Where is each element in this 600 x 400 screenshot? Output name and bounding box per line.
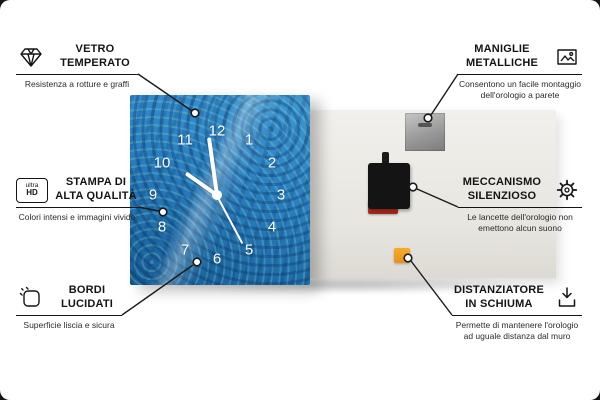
callout-divider	[452, 315, 582, 316]
clock-number: 9	[148, 186, 158, 204]
clock-number: 3	[276, 186, 286, 204]
hanger-slot	[418, 123, 432, 127]
callout-subtitle: Permette di mantenere l'orologio ad ugua…	[455, 320, 579, 342]
callout-title: BORDI LUCIDATI	[60, 284, 114, 310]
clock-number: 1	[244, 131, 254, 149]
ultra-hd-icon: ultra HD	[16, 177, 48, 203]
callout-distanziatore-schiuma: DISTANZIATORE IN SCHIUMA Permette di man…	[452, 283, 582, 343]
clock-number: 8	[157, 218, 167, 236]
callout-title: VETRO TEMPERATO	[60, 43, 130, 69]
callout-title: DISTANZIATORE IN SCHIUMA	[454, 284, 544, 310]
clock-number: 10	[153, 154, 171, 172]
clock-number: 6	[212, 250, 222, 268]
ultra-hd-icon-text: HD	[26, 188, 38, 198]
metal-hanger-plate	[405, 113, 445, 151]
callout-subtitle: Colori intensi e immagini vivide	[18, 212, 136, 222]
clock-mechanism	[368, 163, 410, 209]
mechanism-hook	[382, 152, 389, 165]
callout-subtitle: Superficie liscia e sicura	[23, 320, 115, 330]
diamond-icon	[16, 44, 46, 70]
callout-meccanismo-silenzioso: MECCANISMO SILENZIOSO Le lancette dell'o…	[458, 175, 582, 235]
clock-number: 11	[177, 131, 193, 149]
leader-line-maniglie	[430, 73, 459, 116]
callout-divider	[16, 74, 138, 75]
callout-divider	[16, 207, 138, 208]
clock-number: 5	[244, 241, 254, 259]
ultra-hd-icon-text: ultra	[25, 181, 39, 189]
hands-center-cap	[212, 190, 222, 200]
clock-number: 12	[208, 122, 226, 140]
callout-divider	[16, 315, 122, 316]
callout-subtitle: Resistenza a rotture e graffi	[24, 79, 130, 89]
picture-frame-icon	[552, 44, 582, 70]
callout-bordi-lucidati: BORDI LUCIDATI Superficie liscia e sicur…	[16, 283, 122, 331]
callout-title: STAMPA DI ALTA QUALITÀ	[55, 176, 137, 202]
foam-spacer-icon	[552, 285, 582, 311]
callout-vetro-temperato: VETRO TEMPERATO Resistenza a rotture e g…	[16, 42, 138, 90]
callout-title: MANIGLIE METALLICHE	[465, 43, 539, 69]
callout-subtitle: Consentono un facile montaggio dell'orol…	[459, 79, 581, 101]
clock-number: 2	[267, 154, 277, 172]
gear-icon	[552, 177, 582, 203]
callout-subtitle: Le lancette dell'orologio non emettono a…	[467, 212, 573, 234]
callout-divider	[458, 74, 582, 75]
callout-stampa-alta-qualita: ultra HD STAMPA DI ALTA QUALITÀ Colori i…	[16, 175, 138, 223]
clock-front-panel: 12 1 2 3 4 5 6 7 8 9 10 11	[130, 95, 310, 285]
callout-title: MECCANISMO SILENZIOSO	[462, 176, 542, 202]
polished-edge-icon	[16, 285, 46, 311]
clock-number: 7	[180, 241, 190, 259]
clock-number: 4	[267, 218, 277, 236]
callout-maniglie-metalliche: MANIGLIE METALLICHE Consentono un facile…	[458, 42, 582, 102]
second-hand	[216, 194, 244, 244]
callout-divider	[458, 207, 582, 208]
foam-spacer	[394, 248, 410, 263]
